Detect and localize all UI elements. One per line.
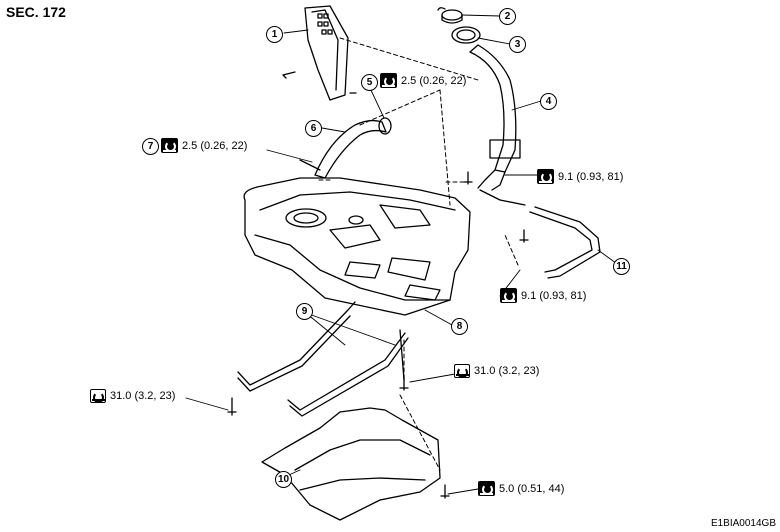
torque-value: 5.0 (0.51, 44): [499, 482, 565, 495]
callout-2: 2: [499, 8, 516, 25]
filler-protector-part: [282, 5, 357, 101]
torque-wrench-icon: [90, 389, 106, 403]
torque-wrench-icon: [500, 288, 517, 303]
torque-value: 9.1 (0.93, 81): [521, 289, 587, 302]
bolt-parts: [227, 171, 529, 499]
figure-code: E1BIA0014GB: [710, 518, 776, 529]
torque-spec-shield: 5.0 (0.51, 44): [478, 481, 564, 496]
torque-value: 2.5 (0.26, 22): [182, 139, 248, 152]
torque-spec-vent-bolt: 9.1 (0.93, 81): [500, 288, 586, 303]
callout-11: 11: [613, 258, 630, 275]
torque-spec-7: 2.5 (0.26, 22): [161, 138, 247, 153]
filler-cap-part: [437, 7, 463, 24]
torque-value: 31.0 (3.2, 23): [110, 390, 176, 402]
torque-spec-filler-bolt: 9.1 (0.93, 81): [537, 169, 623, 184]
torque-wrench-icon: [537, 169, 554, 184]
torque-wrench-icon: [380, 73, 397, 88]
callout-1: 1: [266, 26, 283, 43]
callout-9: 9: [296, 303, 313, 320]
gasket-part: [451, 26, 481, 44]
callout-7: 7: [142, 138, 159, 155]
torque-value: 2.5 (0.26, 22): [401, 74, 467, 87]
vent-hose-part: [479, 189, 601, 279]
callout-10: 10: [275, 471, 292, 488]
torque-spec-band-left: 31.0 (3.2, 23): [90, 389, 175, 403]
torque-wrench-icon: [478, 481, 495, 496]
torque-spec-5: 2.5 (0.26, 22): [380, 73, 466, 88]
torque-value: 31.0 (3.2, 23): [474, 365, 540, 377]
filler-tube-part: [469, 44, 521, 191]
torque-value: 9.1 (0.93, 81): [558, 170, 624, 183]
torque-spec-band-right: 31.0 (3.2, 23): [454, 364, 539, 378]
torque-wrench-icon: [454, 364, 470, 378]
torque-wrench-icon: [161, 138, 178, 153]
callout-6: 6: [305, 120, 322, 137]
heat-shield-part: [261, 407, 441, 521]
section-label: SEC. 172: [6, 4, 66, 20]
callout-3: 3: [509, 36, 526, 53]
callout-5: 5: [361, 74, 378, 91]
leader-lines: [185, 14, 621, 495]
guide-lines: [315, 37, 519, 471]
filler-hose-part: [299, 117, 392, 179]
tank-band-part: [237, 301, 409, 417]
callout-8: 8: [451, 318, 468, 335]
callout-4: 4: [540, 93, 557, 110]
fuel-tank-part: [243, 177, 471, 316]
